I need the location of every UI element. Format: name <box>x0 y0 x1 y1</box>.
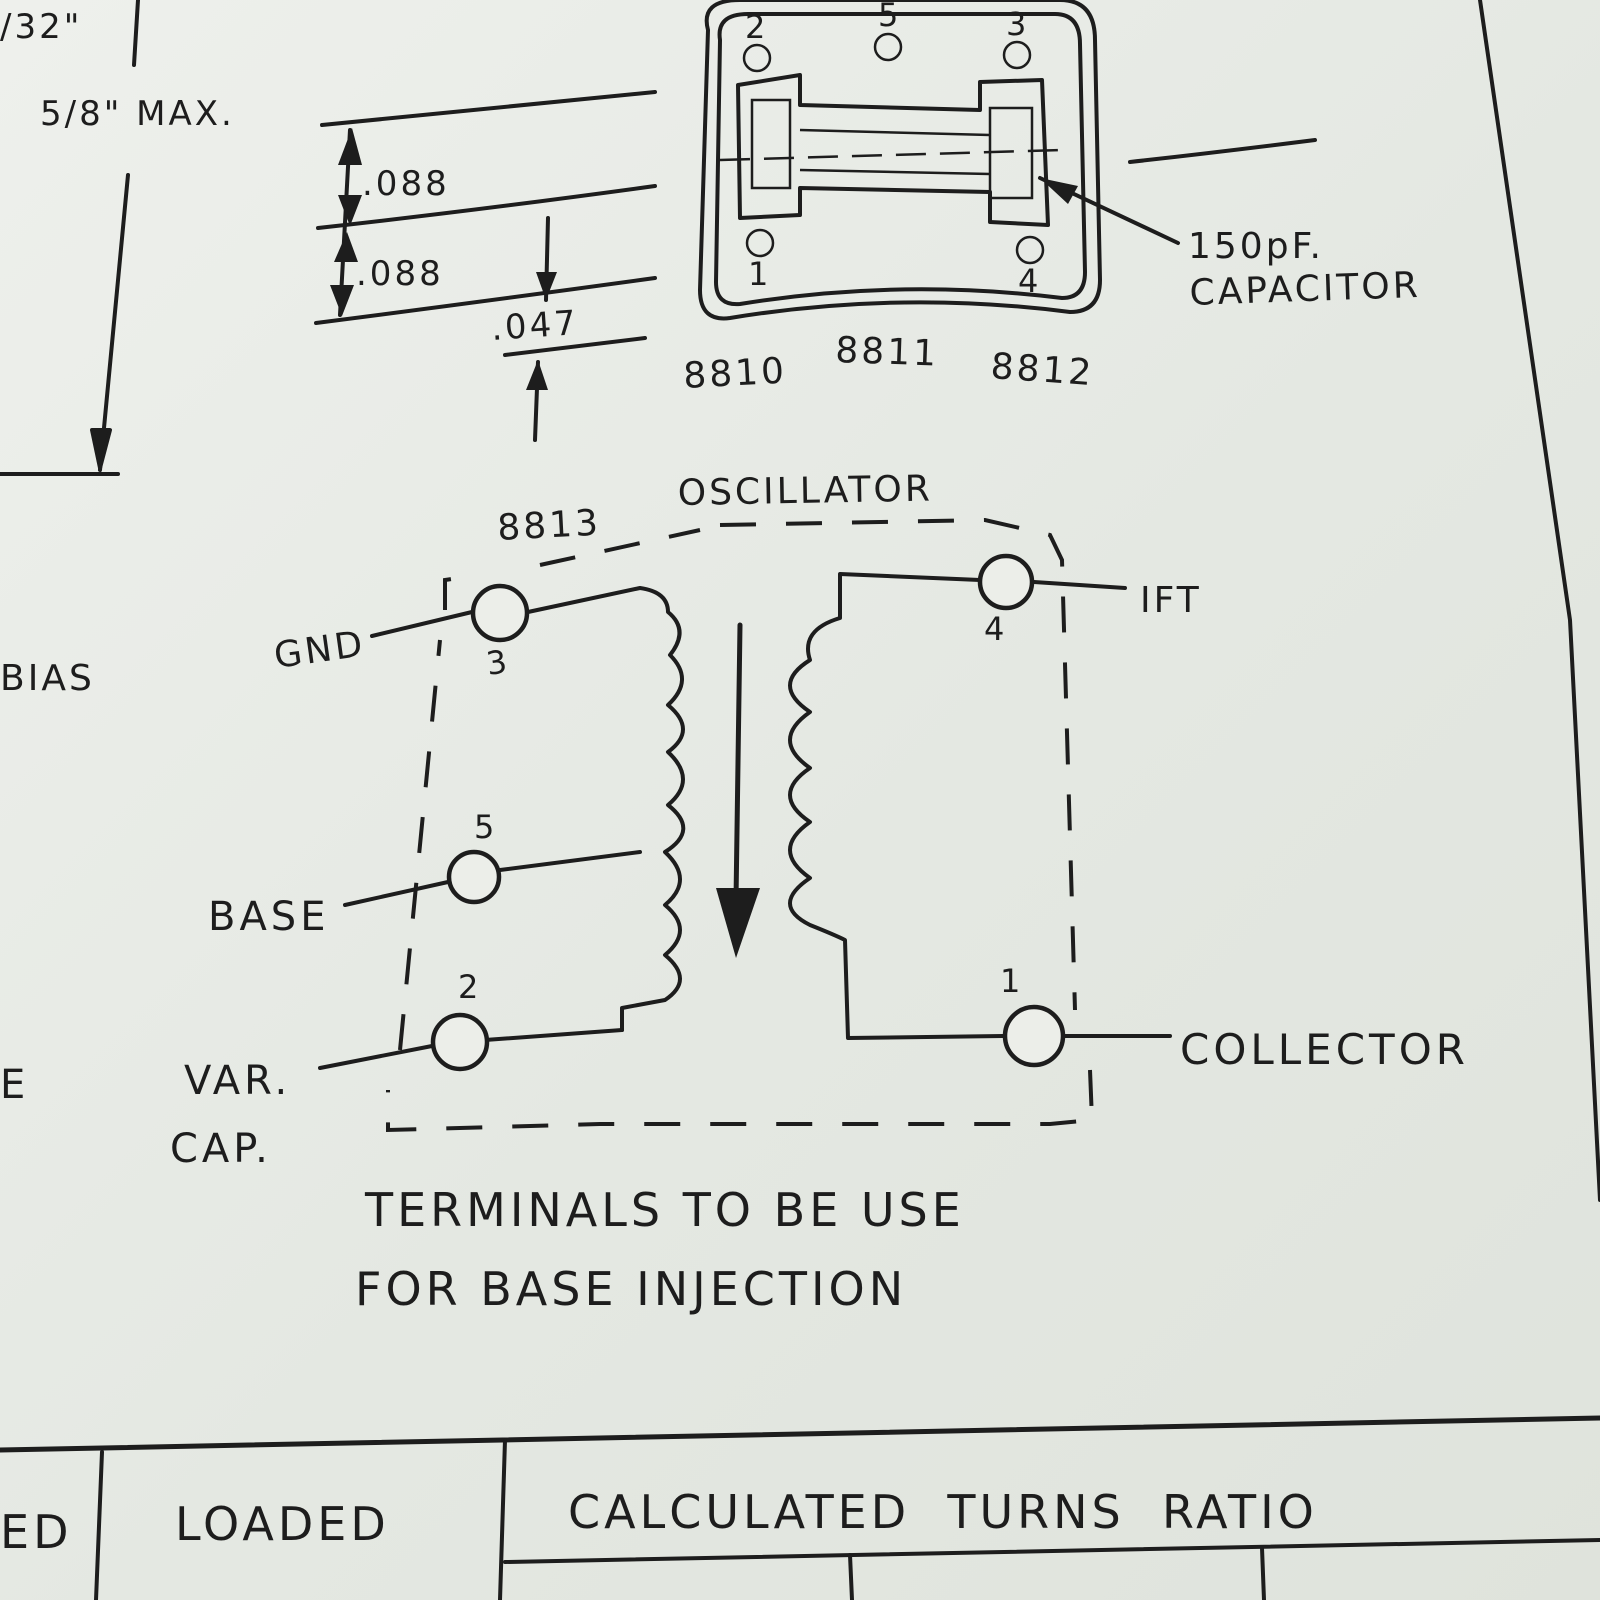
dim-line-2 <box>316 184 657 230</box>
top-pin-5-label: 5 <box>878 0 898 34</box>
schematic-part-number: 8813 <box>496 503 602 549</box>
top-pin-5 <box>873 32 903 62</box>
top-pin-2-label: 2 <box>745 8 765 46</box>
dim-c-text: .047 <box>490 303 580 349</box>
left-dimension-line-top <box>132 0 140 67</box>
table-subdivider-2 <box>1260 1546 1266 1600</box>
table-divider-1 <box>94 1450 104 1600</box>
top-fraction-text: /32" <box>0 7 82 47</box>
table-divider-2 <box>498 1438 507 1600</box>
top-view-outer <box>698 0 1102 321</box>
terminal-enclosure-dashed <box>386 517 1095 1133</box>
bias-label: BIAS <box>0 658 95 699</box>
capacitor-leader-arrowhead <box>1040 178 1078 204</box>
arrowhead-047-up <box>526 360 548 390</box>
arrowhead-down-1 <box>338 195 362 226</box>
dim-line-3 <box>314 276 657 325</box>
primary-winding <box>526 586 686 1032</box>
top-pin-3-label: 3 <box>1006 5 1026 43</box>
part-number-8811: 8811 <box>835 330 940 375</box>
gnd-label: GND <box>272 624 368 677</box>
pin-label-3: 3 <box>484 642 509 682</box>
pin-label-2: 2 <box>458 968 478 1006</box>
terminal-3-gnd <box>470 583 530 643</box>
terminal-1-collector <box>1002 1004 1066 1068</box>
dim-line-4 <box>503 336 647 357</box>
note-line-2: FOR BASE INJECTION <box>355 1262 907 1316</box>
arrowhead-up-2 <box>334 232 358 262</box>
flux-arrow-shaft <box>733 622 743 903</box>
pin-label-5: 5 <box>474 808 494 846</box>
terminal-2-varcap <box>430 1012 490 1072</box>
capacitor-line-1 <box>799 128 991 137</box>
terminal-5-base <box>446 849 502 905</box>
max-height-text: 5/8" MAX. <box>40 94 235 134</box>
top-view-inner <box>714 12 1087 307</box>
down-arrowhead <box>90 428 112 470</box>
capacitor-value-text: 150pF. <box>1188 226 1324 267</box>
right-dim-line <box>1128 138 1317 164</box>
table-top-border <box>0 1415 1600 1453</box>
top-pin-4-label: 4 <box>1018 262 1038 300</box>
varcap-lead <box>318 1044 434 1070</box>
top-pin-1 <box>745 228 775 258</box>
table-subdivider-1 <box>848 1553 854 1600</box>
top-pin-3 <box>1002 40 1032 70</box>
arrowhead-up-1 <box>338 128 362 165</box>
varcap-label-1: VAR. <box>184 1058 291 1104</box>
pin-label-1: 1 <box>1000 962 1020 1000</box>
table-row-divider <box>503 1538 1600 1564</box>
base-label: BASE <box>208 894 329 940</box>
core-left-block <box>750 98 792 190</box>
pin-label-4: 4 <box>984 610 1004 648</box>
arrowhead-047-down <box>536 272 557 300</box>
base-tap-wire <box>498 850 642 872</box>
ift-label: IFT <box>1140 580 1202 621</box>
table-col-turns-ratio: CALCULATED TURNS RATIO <box>568 1485 1318 1539</box>
capacitor-label-text: CAPACITOR <box>1189 265 1422 314</box>
capacitor-axis <box>719 148 1063 162</box>
flux-arrowhead <box>716 888 760 958</box>
note-line-1: TERMINALS TO BE USE <box>364 1183 965 1237</box>
table-col-loaded: LOADED <box>175 1497 390 1551</box>
top-pin-2 <box>742 43 772 73</box>
dim-b-text: .088 <box>356 254 444 294</box>
part-number-8810: 8810 <box>682 351 788 397</box>
left-e-label: E <box>0 1062 29 1108</box>
base-lead <box>343 880 450 907</box>
dim-a-text: .088 <box>362 164 450 204</box>
schematic-title: OSCILLATOR <box>677 469 933 514</box>
varcap-label-2: CAP. <box>170 1126 272 1172</box>
gnd-lead <box>370 610 474 638</box>
part-number-8812: 8812 <box>989 346 1095 394</box>
capacitor-line-2 <box>799 168 991 176</box>
varcap-wire <box>483 1028 624 1042</box>
top-pin-4 <box>1015 235 1045 265</box>
table-col-partial: ED <box>0 1505 73 1559</box>
left-dimension-line <box>98 173 130 472</box>
ift-wire <box>1032 580 1127 590</box>
sheet-right-edge <box>1478 0 1600 1202</box>
arrowhead-down-2 <box>330 285 354 316</box>
collector-label: COLLECTOR <box>1180 1025 1469 1074</box>
top-pin-1-label: 1 <box>748 255 768 293</box>
top-view-core <box>736 73 1050 227</box>
secondary-winding <box>788 572 1005 1040</box>
dim-line-1 <box>320 90 657 127</box>
terminal-4-ift <box>977 553 1035 611</box>
